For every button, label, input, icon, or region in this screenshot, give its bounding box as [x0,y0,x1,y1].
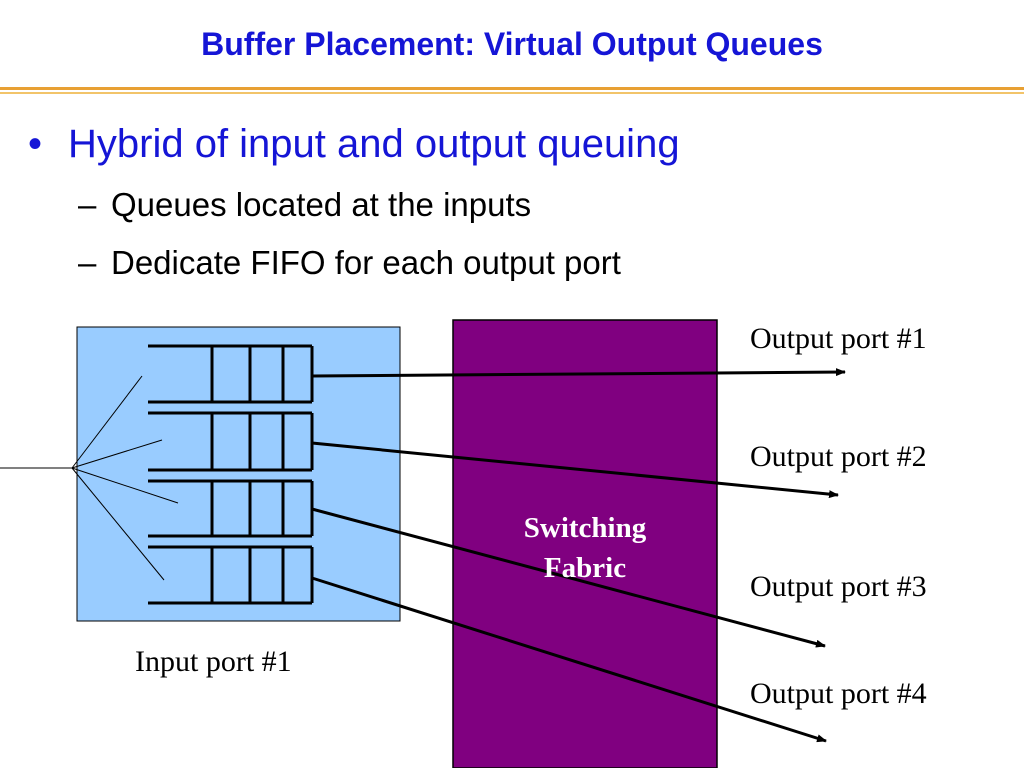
fabric-label-line1: Switching [523,512,647,544]
demux-fan [71,375,179,581]
sub-bullet-1: –Queues located at the inputs [78,186,531,224]
output-port-label-1: Output port #1 [750,322,927,355]
fifo-queue-2 [148,411,314,472]
connection-arrow-1 [311,368,846,378]
connection-arrow-4 [311,576,827,743]
connection-arrow-2 [311,441,839,499]
output-port-label-3: Output port #3 [750,570,927,603]
sub-bullet-marker: – [78,244,97,281]
output-port-label-4: Output port #4 [750,677,927,710]
input-port-label: Input port #1 [135,645,292,678]
fabric-label-line2: Fabric [543,552,627,584]
sub-bullet-2: –Dedicate FIFO for each output port [78,244,621,282]
bullet-marker: • [28,122,43,166]
sub-bullet-text: Queues located at the inputs [111,186,532,223]
input-port-box [76,326,401,622]
main-bullet: • Hybrid of input and output queuing [28,122,680,167]
title-divider-thin [0,92,1024,94]
connection-arrow-3 [311,507,826,648]
fifo-queue-4 [148,545,314,605]
sub-bullet-marker: – [78,186,97,223]
sub-bullet-text: Dedicate FIFO for each output port [111,244,621,281]
output-port-label-2: Output port #2 [750,440,927,473]
fifo-queue-1 [148,344,314,404]
slide-title: Buffer Placement: Virtual Output Queues [201,26,823,62]
title-divider [0,87,1024,90]
fifo-queue-3 [148,479,314,538]
switching-fabric-label: Switching Fabric [453,508,717,588]
main-bullet-text: Hybrid of input and output queuing [68,122,680,166]
